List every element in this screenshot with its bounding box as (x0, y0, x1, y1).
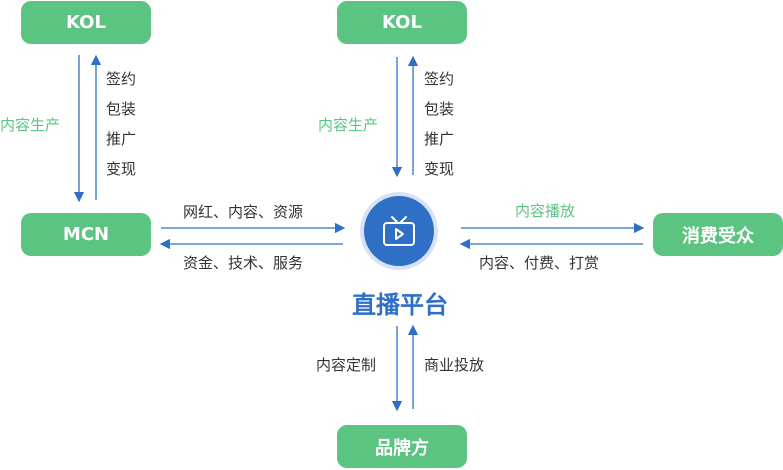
label-item: 签约 (424, 70, 455, 88)
label-item: 推广 (106, 130, 137, 148)
node-kol-center: KOL (337, 1, 467, 44)
platform-title: 直播平台 (352, 291, 448, 319)
label-item: 包装 (424, 100, 455, 118)
node-kol-left: KOL (21, 1, 151, 44)
tv-play-icon (383, 216, 415, 246)
label-platform-to-brand: 内容定制 (316, 356, 377, 374)
label-consumers-to-platform: 内容、付费、打赏 (479, 254, 600, 272)
platform-hub (360, 192, 438, 270)
label-platform-to-consumers: 内容播放 (515, 202, 576, 220)
label-kol-left-content: 内容生产 (0, 116, 61, 134)
label-mcn-to-platform: 网红、内容、资源 (183, 203, 304, 221)
label-item: 包装 (106, 100, 137, 118)
label-item: 签约 (106, 70, 137, 88)
label-brand-to-platform: 商业投放 (424, 356, 485, 374)
label-item: 推广 (424, 130, 455, 148)
node-brand: 品牌方 (337, 425, 467, 468)
label-kol-center-services: 签约 包装 推广 变现 (424, 64, 454, 184)
node-mcn: MCN (21, 213, 151, 256)
label-item: 变现 (106, 160, 137, 178)
label-kol-center-content: 内容生产 (318, 116, 379, 134)
node-consumers: 消费受众 (653, 213, 783, 256)
label-kol-left-services: 签约 包装 推广 变现 (106, 64, 136, 184)
label-item: 变现 (424, 160, 455, 178)
label-platform-to-mcn: 资金、技术、服务 (183, 254, 304, 272)
